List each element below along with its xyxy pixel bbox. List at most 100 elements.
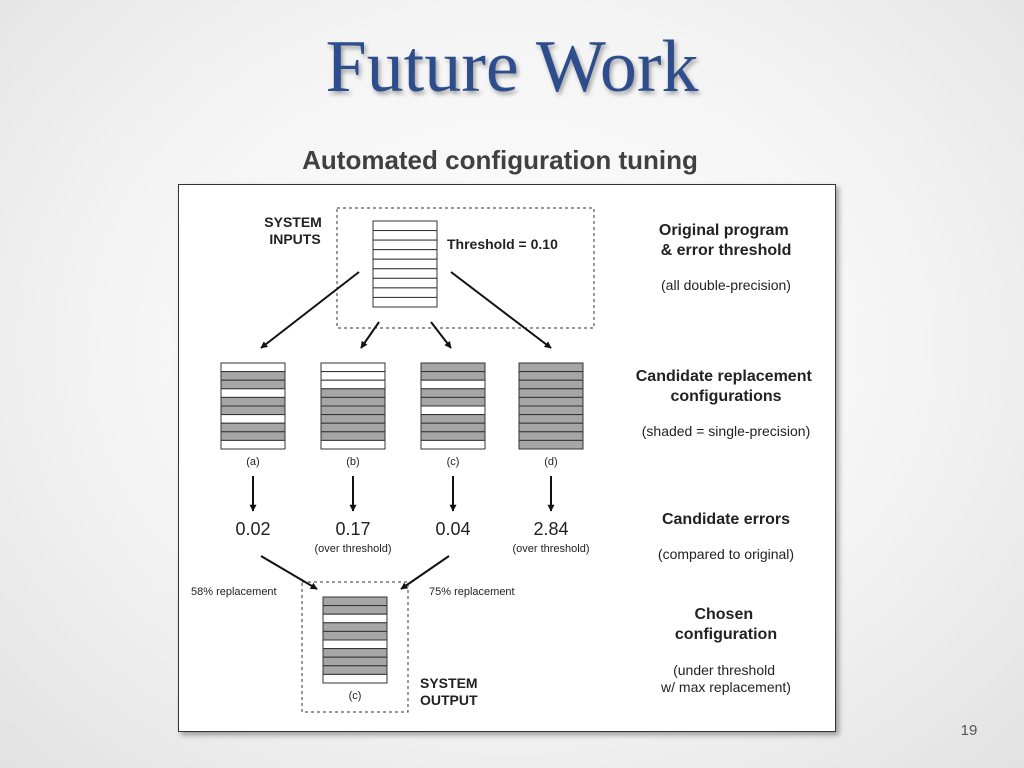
candidate-block-2	[320, 362, 386, 450]
stage-4-title-line-2: configuration	[675, 626, 777, 643]
candidate-block-3-row	[420, 439, 486, 450]
chosen-label: (c)	[349, 690, 362, 702]
system-inputs-label: SYSTEM INPUTS	[264, 214, 325, 247]
candidate-block-2-row	[320, 414, 386, 424]
candidate-error-1: 0.02	[235, 519, 270, 539]
stage-2-note-line-1: (shaded = single-precision)	[642, 423, 810, 439]
stage-3-note: (compared to original)	[658, 546, 794, 562]
stage-2-title: Candidate replacement configurations	[636, 368, 817, 405]
candidate-error-2: 0.17	[335, 519, 370, 539]
system-inputs-box	[336, 207, 595, 329]
candidate-error-3: 0.04	[435, 519, 470, 539]
candidate-block-2-row	[320, 431, 386, 441]
candidate-block-4-row	[518, 439, 584, 450]
original-program-block	[372, 220, 438, 308]
stage-1-note: (all double-precision)	[661, 277, 791, 293]
diagram-canvas: SYSTEM INPUTS Threshold = 0.10 SYSTEM OU…	[191, 207, 817, 713]
candidate-label-4: (d)	[544, 456, 557, 468]
page-number: 19	[960, 722, 978, 739]
candidate-block-3-row	[420, 431, 486, 441]
arrow-to-b	[360, 321, 380, 349]
stage-4-note-line-1: (under threshold	[673, 662, 775, 678]
candidate-block-1-row	[220, 362, 286, 373]
candidate-block-2-row	[320, 362, 386, 373]
chosen-block-row	[322, 605, 388, 615]
stage-4-note-line-2: w/ max replacement)	[660, 679, 791, 695]
candidate-block-3-row	[420, 371, 486, 381]
candidate-block-2-row	[320, 379, 386, 390]
stage-3-note-line-1: (compared to original)	[658, 546, 794, 562]
candidate-error-4: 2.84	[533, 519, 568, 539]
candidate-block-4-row	[518, 414, 584, 424]
candidate-label-3: (c)	[447, 456, 460, 468]
candidate-block-3-row	[420, 405, 486, 416]
candidate-block-3	[420, 362, 486, 450]
stage-2-title-line-2: configurations	[670, 388, 781, 405]
candidate-block-4-row	[518, 431, 584, 441]
replacement-label-c: 75% replacement	[429, 586, 515, 598]
candidate-block-2-row	[320, 371, 386, 381]
candidate-block-1-row	[220, 431, 286, 441]
chosen-block-row	[322, 656, 388, 667]
candidate-block-4-row	[518, 396, 584, 407]
original-program-block-row	[372, 249, 438, 260]
candidate-block-3-row	[420, 414, 486, 424]
chosen-block-row	[322, 665, 388, 675]
chosen-block-row	[322, 648, 388, 658]
candidate-block-3-row	[420, 388, 486, 398]
slide-subtitle: Automated configuration tuning	[302, 145, 698, 175]
candidate-block-4	[518, 362, 584, 450]
candidate-block-2-row	[320, 422, 386, 433]
candidate-block-1-row	[220, 371, 286, 381]
original-program-block-row	[372, 287, 438, 298]
candidate-label-1: (a)	[246, 456, 259, 468]
candidate-block-4-row	[518, 388, 584, 398]
candidate-block-4-row	[518, 379, 584, 390]
candidate-block-1-row	[220, 414, 286, 424]
candidate-block-1-row	[220, 379, 286, 390]
stage-1-note-line-1: (all double-precision)	[661, 277, 791, 293]
stage-4-title: Chosen configuration	[675, 606, 777, 643]
original-program-block-row	[372, 239, 438, 251]
original-program-block-row	[372, 277, 438, 289]
original-program-block-row	[372, 220, 438, 232]
chosen-block-row	[322, 673, 388, 684]
stage-2-note: (shaded = single-precision)	[642, 423, 810, 439]
chosen-block-row	[322, 613, 388, 624]
original-program-block-row	[372, 258, 438, 270]
chosen-block-row	[322, 639, 388, 650]
stage-1-title-line-2: & error threshold	[661, 242, 792, 259]
stage-1-title-line-1: Original program	[659, 222, 789, 239]
candidate-block-4-row	[518, 371, 584, 381]
candidate-block-4-row	[518, 422, 584, 433]
candidate-error-note-2: (over threshold)	[314, 543, 391, 555]
system-output-label: SYSTEM OUTPUT	[420, 675, 481, 708]
threshold-label: Threshold = 0.10	[447, 236, 558, 252]
candidate-block-3-row	[420, 362, 486, 373]
candidate-block-3-row	[420, 422, 486, 433]
candidate-block-4-row	[518, 362, 584, 373]
chosen-block	[322, 596, 388, 684]
original-program-block-row	[372, 268, 438, 279]
arrow-to-a	[260, 271, 360, 349]
arrow-to-c	[430, 321, 452, 349]
candidate-block-1	[220, 362, 286, 450]
stage-3-title: Candidate errors	[662, 511, 790, 528]
candidate-block-2-row	[320, 439, 386, 450]
program-blocks: (a)0.02(b)0.17(over threshold)(c)0.04(d)…	[220, 220, 590, 702]
candidate-block-3-row	[420, 379, 486, 390]
arrow-to-d	[450, 271, 552, 349]
replacement-label-a: 58% replacement	[191, 586, 277, 598]
candidate-block-1-row	[220, 388, 286, 398]
system-inputs-line-1: SYSTEM	[264, 214, 322, 230]
candidate-block-2-row	[320, 396, 386, 407]
stage-4-title-line-1: Chosen	[694, 606, 753, 623]
candidate-block-1-row	[220, 422, 286, 433]
candidate-block-1-row	[220, 396, 286, 407]
arrow-a-to-output	[260, 555, 318, 590]
system-output-line-2: OUTPUT	[420, 692, 478, 708]
stage-2-title-line-1: Candidate replacement	[636, 368, 813, 385]
candidate-block-2-row	[320, 405, 386, 416]
candidate-block-4-row	[518, 405, 584, 416]
chosen-block-row	[322, 622, 388, 632]
